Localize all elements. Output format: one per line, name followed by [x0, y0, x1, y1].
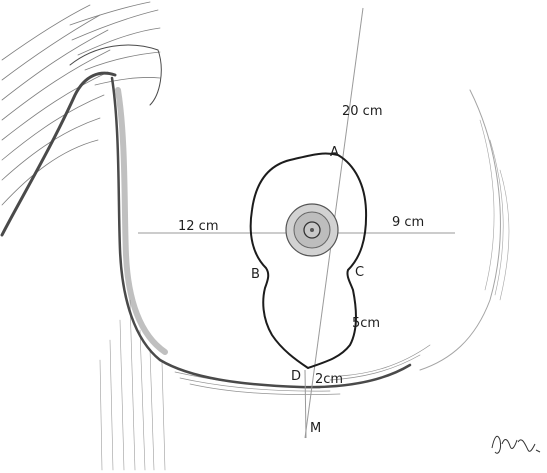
artist-signature — [492, 436, 540, 453]
right-breast-contour — [420, 90, 500, 370]
point-c-label: C — [355, 265, 364, 280]
point-m-label: M — [310, 421, 321, 436]
radial-measure-label: 20 cm — [342, 104, 383, 119]
lower-measure-label: 5cm — [352, 316, 380, 331]
right-measure-label: 9 cm — [392, 215, 424, 230]
keyhole-outline — [251, 154, 366, 368]
point-d-label: D — [291, 369, 301, 384]
bottom-measure-label: 2cm — [315, 372, 343, 387]
lateral-chest-shading — [118, 90, 165, 352]
right-side-shading — [480, 120, 509, 300]
midline-m — [305, 370, 306, 438]
body-sketch — [2, 2, 509, 470]
nipple-center — [310, 228, 314, 232]
point-b-label: B — [251, 267, 260, 282]
arm-shading — [2, 2, 160, 205]
point-a-label: A — [330, 145, 339, 160]
left-measure-label: 12 cm — [178, 219, 219, 234]
torso-hatching — [100, 300, 165, 470]
nipple-areola-complex — [286, 204, 338, 256]
